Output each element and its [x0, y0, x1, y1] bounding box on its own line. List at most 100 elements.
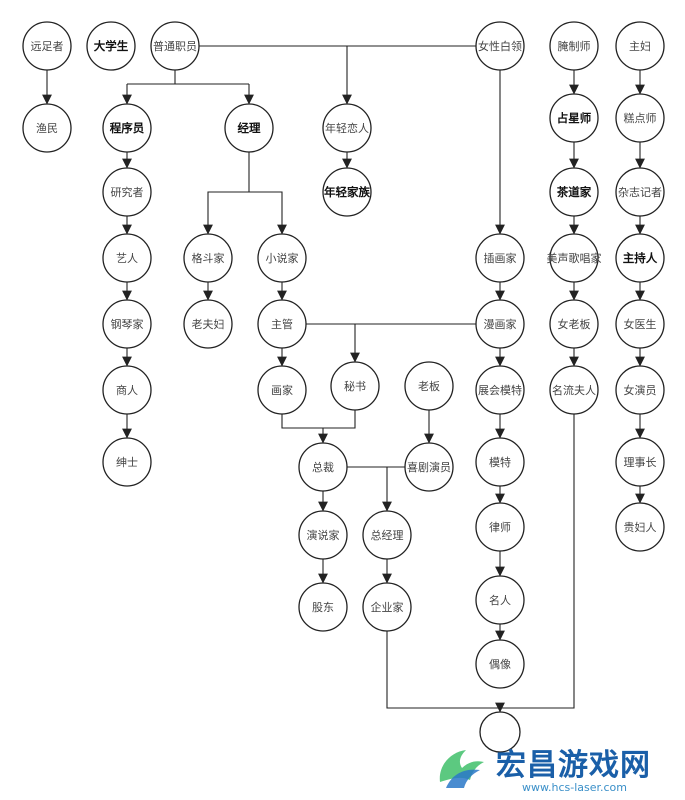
- node-label: 演说家: [307, 528, 340, 542]
- node-lvshi: 律师: [475, 502, 525, 552]
- node-label: 女演员: [624, 383, 657, 397]
- node-circle: [549, 21, 599, 71]
- node-circle: [322, 167, 372, 217]
- node-mote: 模特: [475, 437, 525, 487]
- node-label: 钢琴家: [111, 317, 144, 331]
- node-label: 老板: [418, 379, 440, 393]
- node-circle: [298, 582, 348, 632]
- node-label: 主管: [271, 317, 293, 331]
- node-circle: [257, 233, 307, 283]
- node-circle: [362, 510, 412, 560]
- node-nianqinglianren: 年轻恋人: [322, 103, 372, 153]
- node-jingli: 经理: [224, 103, 274, 153]
- node-zongcai: 总裁: [298, 442, 348, 492]
- node-nianqingjiazu: 年轻家族: [322, 167, 372, 217]
- node-label: 经理: [238, 121, 261, 135]
- node-label: 喜剧演员: [407, 460, 451, 474]
- node-label: 偶像: [489, 658, 511, 671]
- node-circle: [475, 575, 525, 625]
- node-label: 女医生: [624, 317, 657, 331]
- node-circle: [102, 233, 152, 283]
- node-label: 主妇: [629, 40, 651, 53]
- node-mishu: 秘书: [330, 361, 380, 411]
- node-group: 远足者渔民大学生普通职员程序员经理年轻恋人年轻家族研究者艺人钢琴家商人绅士格斗家…: [22, 21, 665, 753]
- node-circle: [150, 21, 200, 71]
- node-circle: [404, 361, 454, 411]
- edge-mingliufuren-final: [500, 414, 575, 709]
- node-circle: [475, 365, 525, 415]
- node-label: 普通职员: [153, 39, 197, 53]
- edge-qiyejia-final: [386, 631, 500, 709]
- node-circle: [183, 299, 233, 349]
- node-label: 律师: [489, 521, 511, 534]
- node-label: 茶道家: [556, 185, 592, 199]
- node-manhuajia: 漫画家: [475, 299, 525, 349]
- node-yuanzuzhe: 远足者: [22, 21, 72, 71]
- node-label: 企业家: [371, 600, 404, 614]
- node-zhanhuimote: 展会模特: [475, 365, 525, 415]
- node-circle: [404, 442, 454, 492]
- node-label: 研究者: [111, 185, 144, 199]
- node-label: 总裁: [312, 460, 334, 474]
- node-label: 老夫妇: [192, 318, 225, 331]
- edge-jingli-gedoujia: [203, 152, 250, 235]
- node-circle: [330, 361, 380, 411]
- node-yanjiuzhe: 研究者: [102, 167, 152, 217]
- node-label: 理事长: [624, 456, 657, 469]
- node-huajia: 画家: [257, 365, 307, 415]
- node-label: 格斗家: [192, 251, 225, 265]
- node-circle: [22, 21, 72, 71]
- node-shangren: 商人: [102, 365, 152, 415]
- node-chadaojia: 茶道家: [549, 167, 599, 217]
- node-label: 总经理: [371, 528, 404, 542]
- edge-jingli-xiaoshuojia: [249, 191, 287, 235]
- node-label: 杂志记者: [618, 186, 662, 199]
- node-yanshuojia: 演说家: [298, 510, 348, 560]
- node-label: 女性白领: [478, 39, 522, 53]
- node-label: 秘书: [344, 379, 366, 393]
- node-label: 绅士: [116, 456, 138, 469]
- dragon-logo-icon: [439, 750, 484, 788]
- node-circle: [615, 437, 665, 487]
- node-shenshi: 绅士: [102, 437, 152, 487]
- node-circle: [257, 365, 307, 415]
- node-circle: [615, 233, 665, 283]
- node-label: 主持人: [623, 251, 658, 265]
- node-nvyanyuan: 女演员: [615, 365, 665, 415]
- node-circle: [362, 582, 412, 632]
- node-circle: [475, 502, 525, 552]
- node-circle: [22, 103, 72, 153]
- node-label: 名流夫人: [552, 383, 596, 397]
- node-circle: [475, 299, 525, 349]
- node-label: 漫画家: [484, 317, 517, 331]
- node-circle: [86, 21, 136, 71]
- node-gaodianshi: 糕点师: [615, 93, 665, 143]
- node-mingren: 名人: [475, 575, 525, 625]
- node-nvxingbailing: 女性白领: [475, 21, 525, 71]
- node-label: 画家: [271, 383, 293, 397]
- node-circle: [475, 437, 525, 487]
- node-circle: [257, 299, 307, 349]
- node-laofufu: 老夫妇: [183, 299, 233, 349]
- node-final: [479, 711, 521, 753]
- node-circle: [549, 365, 599, 415]
- node-circle: [322, 103, 372, 153]
- node-circle: [549, 93, 599, 143]
- node-label: 糕点师: [624, 111, 657, 125]
- node-label: 插画家: [484, 251, 517, 265]
- node-lishizhang: 理事长: [615, 437, 665, 487]
- node-label: 程序员: [110, 121, 145, 135]
- node-label: 年轻家族: [324, 185, 370, 199]
- node-nvyisheng: 女医生: [615, 299, 665, 349]
- node-xijuyanyuan: 喜剧演员: [404, 442, 454, 492]
- node-label: 大学生: [94, 39, 129, 53]
- node-zhufu: 主妇: [615, 21, 665, 71]
- node-yiren: 艺人: [102, 233, 152, 283]
- node-label: 远足者: [31, 40, 64, 53]
- node-label: 模特: [489, 455, 511, 469]
- node-label: 女老板: [558, 317, 591, 331]
- edge-huajia-mishu-join: [281, 410, 356, 429]
- node-circle: [549, 299, 599, 349]
- watermark-url: www.hcs-laser.com: [522, 781, 627, 794]
